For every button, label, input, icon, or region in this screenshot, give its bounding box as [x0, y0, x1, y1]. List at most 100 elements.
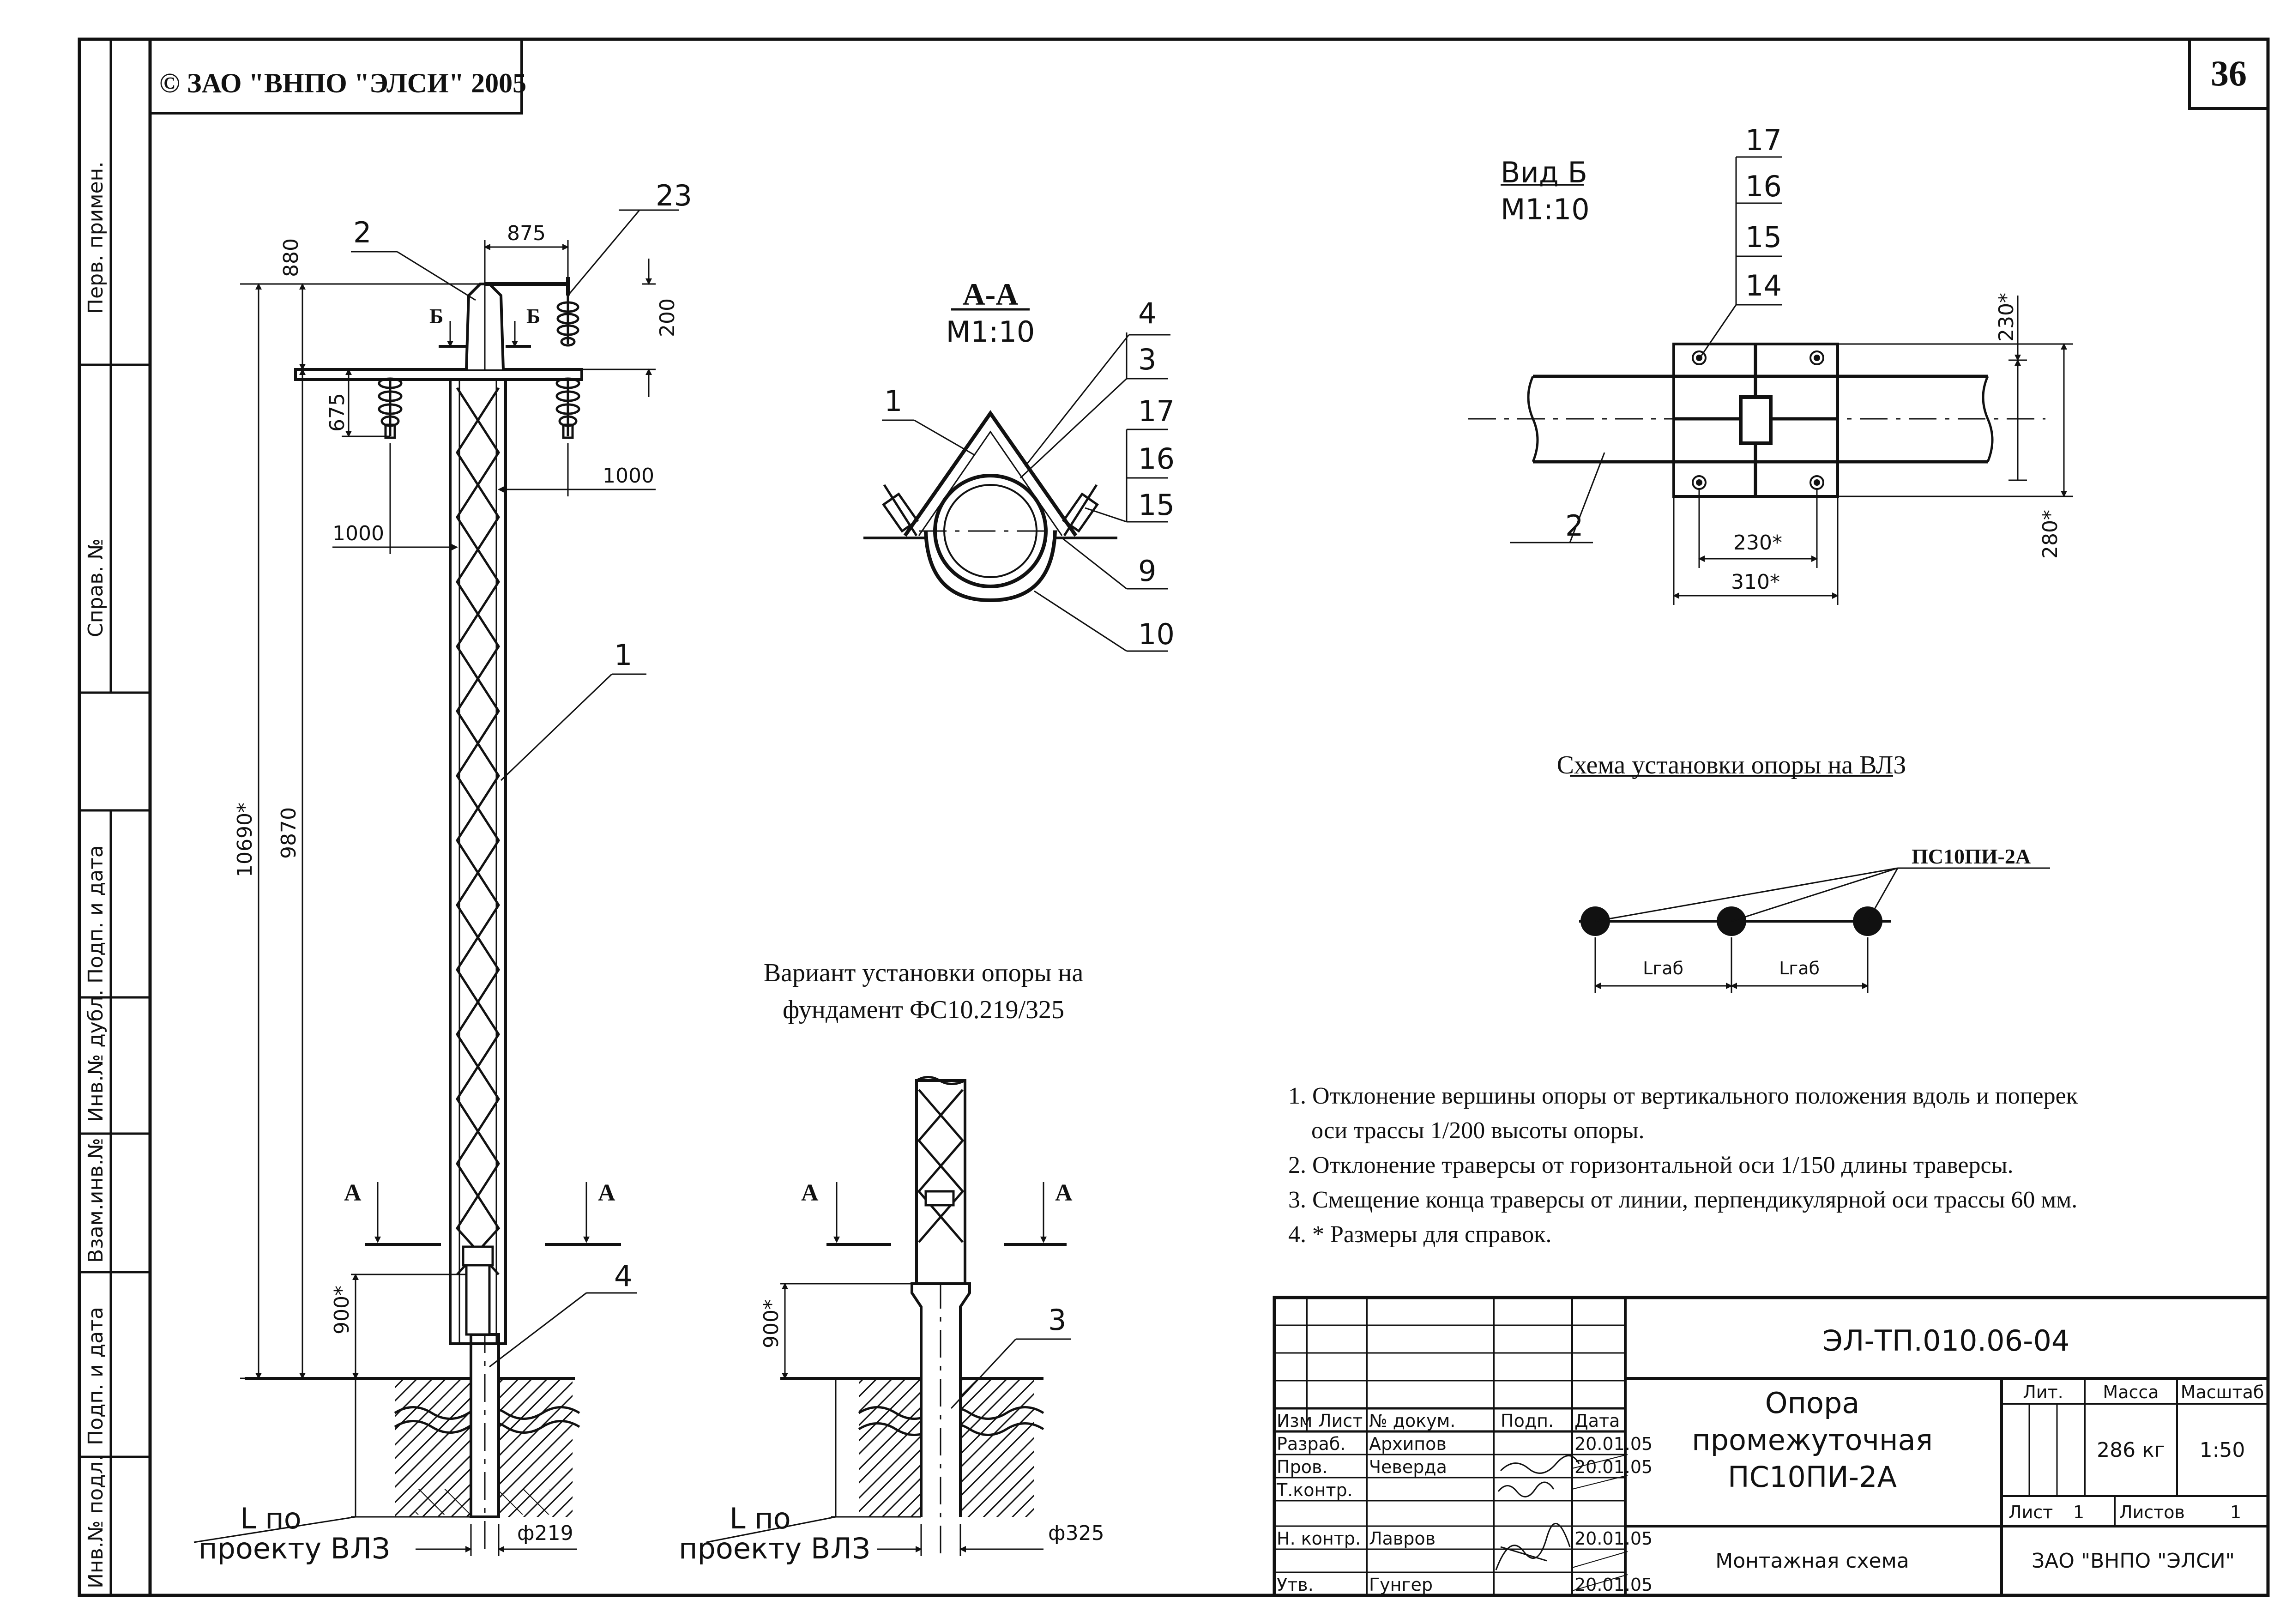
foundation-labels: Вариант установки опоры на фундамент ФС1…: [679, 959, 1104, 1565]
crossarm: [294, 368, 583, 381]
scheme-labels: Схема установки опоры на ВЛЗ ПС10ПИ-2А L…: [1557, 751, 2031, 978]
tb-sheets-label: Листов: [2119, 1502, 2185, 1522]
vb-dim-310: 310*: [1731, 570, 1780, 594]
title-block-text: ЭЛ-ТП.010.06-04 Опора промежуточная ПС10…: [1276, 1324, 2264, 1595]
aa-callout-9: 9: [1138, 554, 1156, 588]
stamp-inv-dubl: Инв.№ дубл.: [84, 990, 108, 1122]
foundation-dim-f325: ф325: [1048, 1521, 1104, 1545]
main-pole-view: [193, 209, 679, 1556]
vb-dim-230-v: 230*: [1995, 293, 2018, 342]
copyright-text: © ЗАО "ВНПО "ЭЛСИ" 2005: [159, 68, 526, 98]
tb-role-nkontr: Н. контр.: [1277, 1528, 1361, 1549]
signature-3: [1495, 1522, 1571, 1570]
tb-sheets-value: 1: [2230, 1502, 2241, 1522]
aa-callout-3: 3: [1138, 343, 1156, 376]
tb-col-podp: Подп.: [1501, 1411, 1554, 1431]
foundation-dim-900: 900*: [760, 1299, 783, 1348]
aa-callout-16: 16: [1138, 442, 1175, 476]
vb-callout-16: 16: [1745, 169, 1782, 203]
tb-role-tkontr: Т.контр.: [1276, 1480, 1353, 1500]
foundation-title-2: фундамент ФС10.219/325: [783, 996, 1064, 1024]
tb-name-utv: Гунгер: [1369, 1575, 1433, 1595]
insulator-left: [378, 377, 403, 439]
tb-scale-label: Масштаб: [2181, 1382, 2264, 1402]
tb-role-razrab: Разраб.: [1277, 1434, 1345, 1454]
tb-doc-code: ЭЛ-ТП.010.06-04: [1823, 1324, 2070, 1358]
tb-sheet-value: 1: [2073, 1502, 2084, 1522]
signature-2: [1497, 1481, 1555, 1497]
tb-sheet-label: Лист: [2009, 1502, 2053, 1522]
callout-23: 23: [656, 179, 692, 212]
tb-col-data: Дата: [1574, 1411, 1620, 1431]
view-b: [1468, 156, 2073, 605]
aa-scale: М1:10: [946, 315, 1035, 349]
main-view-labels: 23 2 1 4 875 880 200 675 1000 1000 10690…: [199, 179, 692, 1565]
scheme-title: Схема установки опоры на ВЛЗ: [1557, 751, 1906, 779]
callout-2: 2: [353, 216, 371, 249]
insulator-right: [555, 377, 580, 439]
aa-clamp: [924, 531, 1057, 603]
foundation-mark-a-left: А: [801, 1180, 819, 1206]
tb-name-razrab: Архипов: [1369, 1434, 1447, 1454]
dim-875: 875: [507, 222, 546, 245]
scheme-span-2: Lгаб: [1779, 958, 1820, 978]
mark-a-right: А: [598, 1180, 615, 1206]
section-aa: [863, 308, 1170, 652]
note-4: 4. * Размеры для справок.: [1288, 1221, 1552, 1248]
stamp-perv-primen: Перв. примен.: [84, 162, 108, 314]
tb-date-prov: 20.01.05: [1574, 1457, 1653, 1477]
aa-callout-10: 10: [1138, 617, 1175, 651]
tb-date-utv: 20.01.05: [1574, 1575, 1653, 1595]
vb-callout-17: 17: [1745, 123, 1782, 157]
view-b-labels: Вид Б М1:10 17 16 15 14 2 230* 280* 230*…: [1501, 123, 2062, 594]
tb-col-doc: № докум.: [1369, 1411, 1455, 1431]
tb-lit-label: Лит.: [2023, 1382, 2063, 1402]
foundation-callout-3: 3: [1048, 1303, 1066, 1337]
signature-1: [1500, 1455, 1580, 1474]
stamp-sprav: Справ. №: [84, 538, 108, 637]
dim-f219: ф219: [517, 1521, 573, 1545]
tb-role-utv: Утв.: [1277, 1575, 1314, 1595]
depth-label-1: L по: [240, 1502, 302, 1535]
tb-role-prov: Пров.: [1277, 1457, 1327, 1477]
tb-col-izm: Изм: [1277, 1411, 1312, 1431]
aa-callout-15: 15: [1138, 488, 1175, 522]
tb-name-3: ПС10ПИ-2А: [1728, 1460, 1897, 1494]
dim-880: 880: [279, 238, 303, 277]
scheme: [1570, 775, 2050, 993]
mark-b-right: Б: [526, 304, 540, 328]
aa-callout-1: 1: [884, 384, 902, 418]
stamp-podp-data-2: Подп. и дата: [84, 1307, 108, 1445]
aa-callout-17: 17: [1138, 394, 1175, 428]
view-b-title: Вид Б: [1501, 156, 1587, 189]
tb-date-razrab: 20.01.05: [1574, 1434, 1653, 1454]
tb-date-nkontr: 20.01.05: [1574, 1528, 1653, 1549]
dim-9870: 9870: [277, 807, 301, 859]
note-1: 1. Отклонение вершины опоры от вертикаль…: [1288, 1083, 2078, 1109]
tb-name-prov: Чеверда: [1369, 1457, 1447, 1477]
dim-1000-right: 1000: [603, 464, 654, 488]
foundation-depth-2: проекту ВЛЗ: [679, 1532, 870, 1565]
callout-1: 1: [614, 638, 632, 672]
vb-dim-230-h: 230*: [1733, 531, 1782, 555]
pole-body: [449, 377, 507, 1345]
tb-col-list: Лист: [1318, 1411, 1363, 1431]
insulator-top: [556, 296, 579, 347]
tb-name-nkontr: Лавров: [1369, 1528, 1436, 1549]
note-3: 3. Смещение конца траверсы от линии, пер…: [1288, 1187, 2077, 1213]
vb-dim-280: 280*: [2039, 510, 2062, 559]
dim-900: 900*: [330, 1286, 354, 1334]
tb-name-2: промежуточная: [1692, 1423, 1933, 1457]
foundation-title-1: Вариант установки опоры на: [764, 959, 1083, 987]
aa-title: А-А: [963, 277, 1019, 312]
tb-doc-type: Монтажная схема: [1715, 1549, 1909, 1573]
note-1-cont: оси трассы 1/200 высоты опоры.: [1311, 1117, 1645, 1144]
dim-200: 200: [656, 298, 679, 337]
mark-a-left: А: [344, 1180, 362, 1206]
frame: [78, 37, 2270, 1597]
dim-1000-left: 1000: [332, 522, 384, 545]
vb-callout-15: 15: [1745, 220, 1782, 254]
vb-callout-2: 2: [1565, 509, 1583, 543]
tb-scale: 1:50: [2200, 1438, 2245, 1462]
notes: 1. Отклонение вершины опоры от вертикаль…: [1288, 1083, 2078, 1248]
